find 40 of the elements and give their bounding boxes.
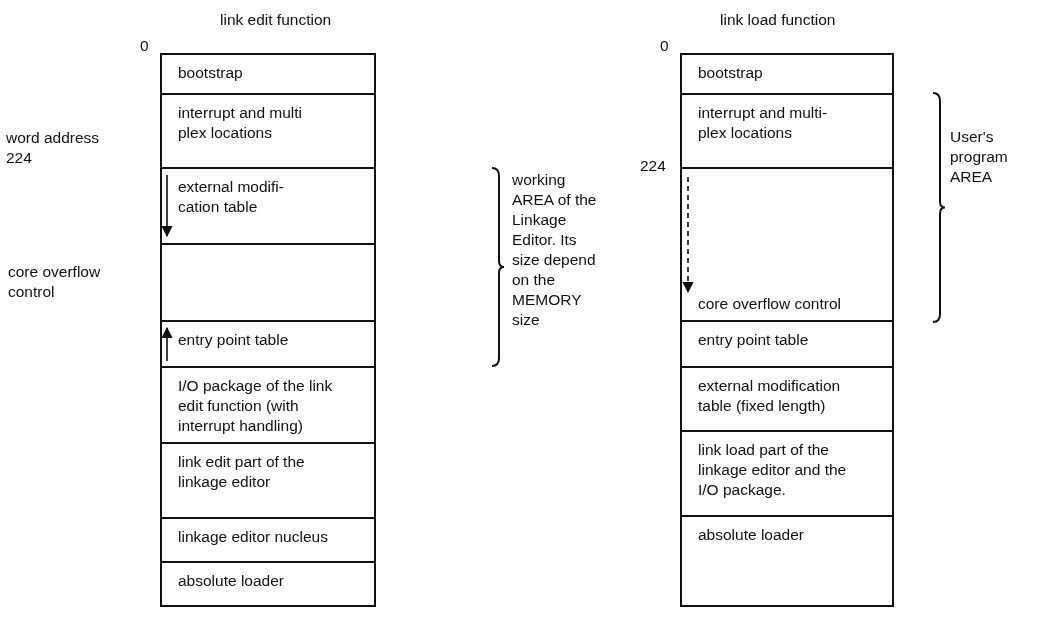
segment-label: link load part of the linkage editor and the I/O package. xyxy=(698,440,848,500)
memory-segment xyxy=(680,366,894,432)
memory-segment xyxy=(680,515,894,607)
memory-segment xyxy=(160,561,376,607)
segment-label: entry point table xyxy=(178,330,290,350)
memory-segment xyxy=(160,442,376,519)
segment-label: core overflow control xyxy=(698,294,842,314)
memory-segment xyxy=(160,320,376,368)
address-label: 224 xyxy=(640,156,667,176)
memory-segment xyxy=(680,430,894,517)
segment-label: linkage editor nucleus xyxy=(178,527,329,547)
segment-label: bootstrap xyxy=(178,63,244,83)
segment-label: entry point table xyxy=(698,330,810,350)
segment-label: I/O package of the link edit function (with interrupt handling) xyxy=(178,376,334,436)
memory-segment xyxy=(160,366,376,444)
memory-segment xyxy=(160,53,376,95)
segment-label: bootstrap xyxy=(698,63,764,83)
memory-segment xyxy=(160,167,376,245)
memory-segment xyxy=(680,320,894,368)
memory-segment xyxy=(680,167,894,322)
note-text: working AREA of the Linkage Editor. Its size depend on the MEMORY size xyxy=(512,170,598,330)
segment-label: external modifi- cation table xyxy=(178,177,285,217)
segment-label: absolute loader xyxy=(698,525,805,545)
note-text: User's program AREA xyxy=(950,127,1009,187)
memory-segment xyxy=(160,243,376,322)
side-label: core overflow control xyxy=(8,262,102,302)
segment-label: interrupt and multi- plex locations xyxy=(698,103,829,143)
column-heading: link load function xyxy=(720,10,837,30)
memory-segment xyxy=(160,517,376,563)
segment-label: absolute loader xyxy=(178,571,285,591)
segment-label: external modification table (fixed length) xyxy=(698,376,842,416)
address-label: 0 xyxy=(660,36,670,56)
address-label: 0 xyxy=(140,36,150,56)
memory-segment xyxy=(680,53,894,95)
segment-label: interrupt and multi plex locations xyxy=(178,103,304,143)
column-heading: link edit function xyxy=(220,10,333,30)
address-label: word address 224 xyxy=(6,128,101,168)
memory-segment xyxy=(160,93,376,169)
memory-segment xyxy=(680,93,894,169)
segment-label: link edit part of the linkage editor xyxy=(178,452,306,492)
